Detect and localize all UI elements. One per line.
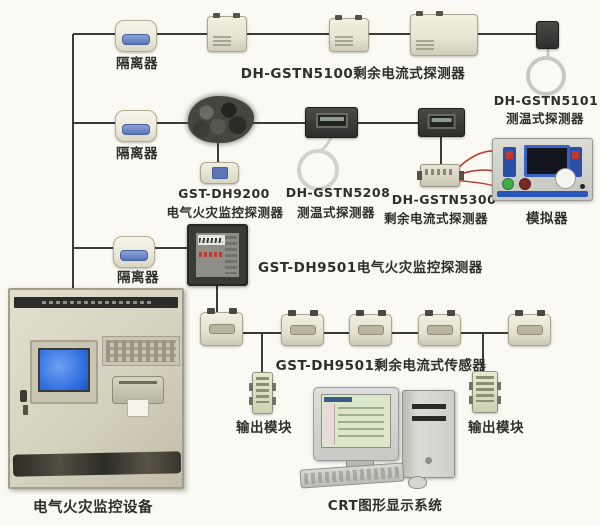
isolator-1	[115, 20, 157, 52]
current-transformer	[417, 164, 460, 187]
output-module-right	[469, 371, 501, 413]
simulator-bottom-strip	[497, 191, 588, 197]
dh9501-sensors-label: GST-DH9501剩余电流式传感器	[275, 358, 487, 374]
detector-gst-dh9200	[200, 162, 239, 184]
current-sensing-coil	[188, 96, 254, 143]
residual-current-sensor-4	[418, 310, 461, 346]
crt-system-label: CRT图形显示系统	[327, 498, 443, 514]
simulator-left-panel	[503, 147, 516, 177]
cabinet-lower-band	[12, 451, 182, 477]
row1-detectors-label: DH-GSTN5100剩余电流式探测器	[240, 66, 466, 82]
dh9200-model-label: GST-DH9200	[178, 186, 270, 201]
temp5101-model-label: DH-GSTN5101	[493, 93, 599, 108]
output-module-left-terminals	[256, 377, 269, 403]
simulator-green-button	[502, 178, 514, 190]
cabinet-door-lock	[20, 390, 27, 402]
dh5208-model-label: DH-GSTN5208	[285, 185, 391, 200]
output-module-right-terminals	[476, 376, 494, 402]
temp5101-probe-loop	[526, 56, 566, 96]
output-module-left	[249, 372, 276, 414]
cabinet-nameplate	[14, 297, 178, 308]
crt-window-list-text	[338, 407, 384, 441]
cabinet-printer	[112, 376, 164, 417]
crt-computer-tower	[402, 390, 455, 478]
simulator	[492, 138, 593, 201]
dh5300-display	[427, 114, 456, 129]
isolator-1-label: 隔离器	[116, 56, 158, 72]
isolator-2	[115, 110, 157, 142]
simulator-knob	[555, 168, 576, 189]
crt-window-sidebar	[324, 404, 335, 445]
output-module-left-label: 输出模块	[236, 420, 292, 436]
dh9501-detector-label: GST-DH9501电气火灾监控探测器	[258, 260, 483, 276]
cabinet-screen	[30, 340, 98, 404]
monitoring-cabinet	[8, 288, 184, 489]
residual-current-sensor-1	[200, 308, 243, 346]
residual-current-detector-2	[329, 15, 369, 52]
temp5208-probe-loop	[297, 149, 339, 191]
residual-current-detector-1	[207, 13, 247, 52]
panel-keypad	[225, 236, 237, 274]
crt-mouse	[408, 476, 427, 489]
residual-current-sensor-3	[349, 310, 392, 346]
dh5300-model-label: DH-GSTN5300	[391, 192, 497, 207]
residual-current-detector-3	[410, 11, 478, 56]
cabinet-indicator-panel	[102, 336, 180, 366]
crt-window-titlebar	[324, 397, 352, 402]
cabinet-label: 电气火灾监控设备	[33, 500, 153, 516]
dh5208-type-label: 测温式探测器	[296, 205, 376, 220]
simulator-red-button	[519, 178, 531, 190]
simulator-small-button	[580, 184, 585, 189]
dh5300-type-label: 剩余电流式探测器	[383, 211, 489, 226]
output-module-right-label: 输出模块	[468, 420, 524, 436]
temp-detector-5101	[536, 21, 559, 49]
temp-detector-5208	[305, 107, 358, 138]
temp5208-display	[315, 113, 348, 128]
red-test-wire-3	[454, 179, 495, 187]
isolator-3-label: 隔离器	[117, 270, 159, 286]
temp5101-type-label: 测温式探测器	[505, 111, 585, 126]
monitor-detector-panel-9501	[187, 224, 248, 286]
crt-monitor-screen	[321, 394, 391, 448]
residual-current-sensor-5	[508, 310, 551, 346]
dh9200-type-label: 电气火灾监控探测器	[166, 205, 284, 220]
simulator-label: 模拟器	[526, 211, 568, 227]
isolator-2-label: 隔离器	[116, 146, 158, 162]
panel-face	[196, 233, 239, 277]
panel-red-indicator-text	[199, 252, 223, 257]
isolator-3	[113, 236, 155, 268]
panel-display	[198, 235, 225, 245]
residual-current-sensor-2	[281, 310, 324, 346]
residual-current-detector-5300	[418, 108, 465, 137]
crt-monitor	[313, 387, 399, 461]
